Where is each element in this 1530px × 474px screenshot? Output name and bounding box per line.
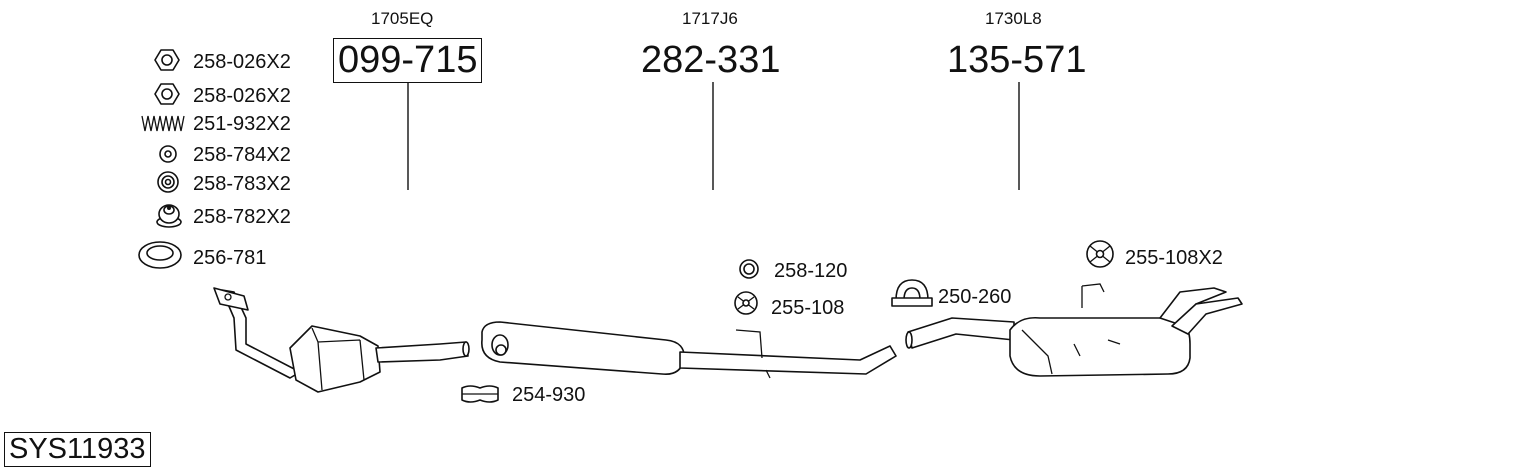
accessory-label[interactable]: 258-782X2	[193, 206, 291, 228]
system-code: SYS11933	[4, 432, 151, 467]
fitting-label[interactable]: 250-260	[938, 286, 1012, 308]
hex-nut-icon	[154, 83, 180, 105]
fitting-label[interactable]: 255-108	[771, 297, 845, 319]
ring-icon	[739, 259, 759, 279]
fitting-label[interactable]: 254-930	[512, 384, 586, 406]
clamp-icon	[461, 385, 499, 403]
rubber-hanger-icon	[734, 291, 758, 315]
part-number-2[interactable]: 282-331	[641, 39, 781, 81]
rubber-mount-icon	[156, 204, 182, 228]
ring-icon	[159, 145, 177, 163]
accessory-label[interactable]: 258-026X2	[193, 51, 291, 73]
part-ref-2: 1717J6	[682, 9, 738, 28]
spring-icon	[141, 115, 185, 132]
rear-silencer	[905, 283, 1243, 377]
hex-nut-icon	[154, 49, 180, 71]
middle-silencer	[481, 321, 897, 379]
accessory-label[interactable]: 256-781	[193, 247, 267, 269]
accessory-label[interactable]: 258-026X2	[193, 85, 291, 107]
fitting-label[interactable]: 258-120	[774, 260, 848, 282]
gasket-icon	[138, 241, 182, 269]
catalytic-converter-pipe	[213, 287, 470, 393]
part-ref-1: 1705EQ	[371, 9, 434, 28]
part-number-1[interactable]: 099-715	[333, 38, 483, 83]
accessory-label[interactable]: 258-783X2	[193, 173, 291, 195]
rubber-ring-icon	[157, 171, 179, 193]
part-number-3[interactable]: 135-571	[947, 39, 1087, 81]
accessory-label[interactable]: 258-784X2	[193, 144, 291, 166]
fitting-label[interactable]: 255-108X2	[1125, 247, 1223, 269]
part-ref-3: 1730L8	[985, 9, 1042, 28]
rubber-hanger-icon	[1086, 240, 1114, 268]
accessory-label[interactable]: 251-932X2	[193, 113, 291, 135]
u-clamp-icon	[891, 279, 933, 307]
